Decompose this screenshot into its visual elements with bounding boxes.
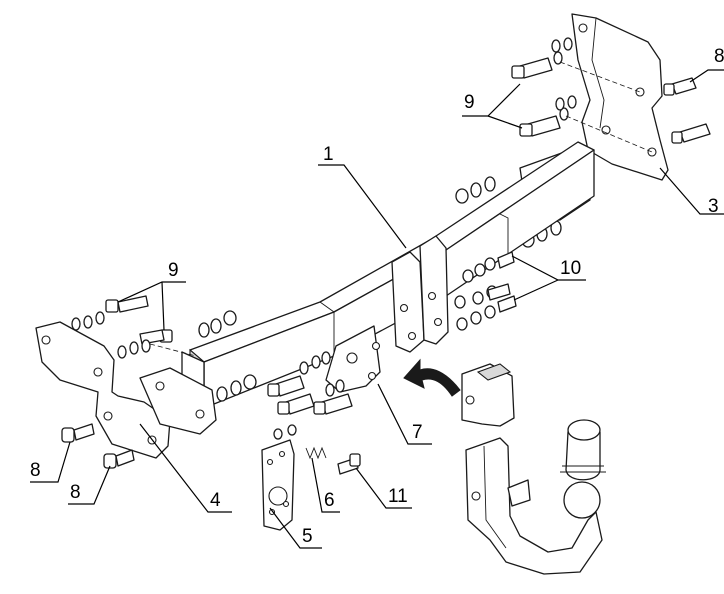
left-mounting-bracket xyxy=(35,321,217,459)
label-part-7: 7 xyxy=(412,422,423,443)
part-labels: 1 3 4 5 6 7 8 8 8 9 9 10 11 xyxy=(30,46,724,547)
left-bolts xyxy=(71,295,257,402)
label-part-10: 10 xyxy=(560,258,581,279)
top-right-bolts xyxy=(511,37,711,153)
main-crossbar xyxy=(181,141,595,411)
lower-bolts xyxy=(267,351,353,415)
tow-ball-assembly xyxy=(461,363,606,575)
label-part-8-b: 8 xyxy=(70,482,81,503)
right-mounting-bracket xyxy=(571,13,669,181)
label-part-4: 4 xyxy=(210,490,221,511)
label-part-8-top: 8 xyxy=(714,46,724,67)
label-part-3: 3 xyxy=(708,196,719,217)
leader-lines xyxy=(30,69,724,549)
centre-mounting-plates xyxy=(325,235,449,393)
label-part-9-left: 9 xyxy=(168,260,179,281)
label-part-9-top: 9 xyxy=(464,92,475,113)
label-part-8-a: 8 xyxy=(30,460,41,481)
label-part-1: 1 xyxy=(323,144,334,165)
label-part-5: 5 xyxy=(302,526,313,547)
label-part-11: 11 xyxy=(388,486,408,507)
centre-bolts xyxy=(454,251,517,331)
label-part-6: 6 xyxy=(324,490,335,511)
socket-plate-assembly xyxy=(261,424,361,531)
bracket-bolts-8 xyxy=(61,423,135,469)
assembly-arrow xyxy=(403,358,461,397)
